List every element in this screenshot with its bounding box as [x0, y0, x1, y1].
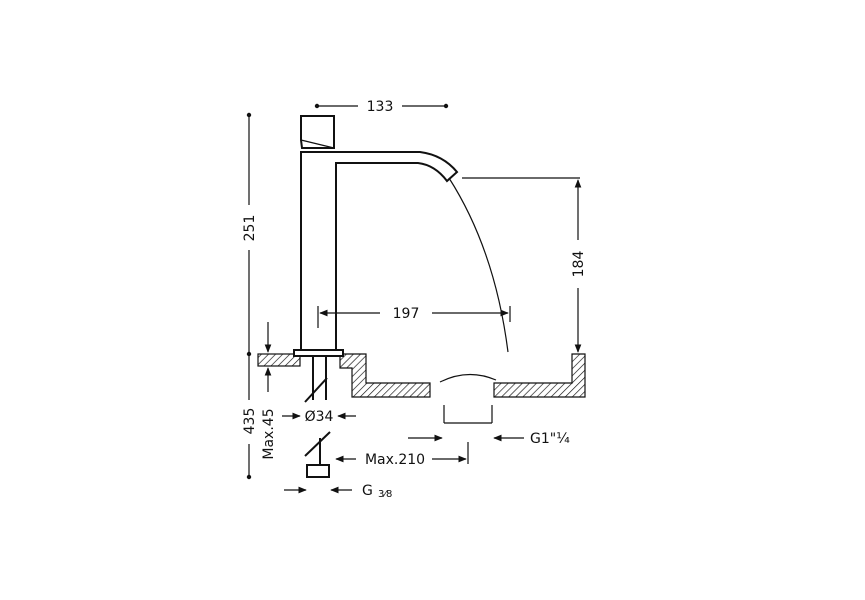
waste-outlet [443, 405, 493, 424]
supply-thread-label: G [362, 483, 373, 499]
hose-diagonal-lower [304, 431, 331, 457]
waste-thread-label: G1"¼ [530, 431, 570, 447]
basin-right-wall [493, 353, 586, 398]
dim-spout-reach: 133 [314, 99, 449, 115]
countertop-section [257, 353, 586, 398]
faucet-body [293, 115, 459, 478]
spout-height-label: 184 [571, 251, 587, 278]
waste-dome [439, 373, 497, 383]
max-deck-label: Max.45 [261, 408, 277, 459]
dim-max-deck: Max.45 [261, 322, 277, 460]
max-hose-label: Max.210 [365, 452, 425, 468]
dim-hole-diameter: Ø34 [282, 409, 356, 425]
supply-connector [306, 464, 330, 478]
dim-spout-height: 184 [462, 177, 587, 353]
hose-diagonal-upper [304, 377, 328, 403]
hole-diameter-label: Ø34 [305, 409, 334, 425]
dim-total-height: 251 [242, 112, 258, 357]
overall-height-label: 435 [242, 408, 258, 435]
water-stream [448, 177, 509, 353]
lever-handle [300, 115, 335, 149]
total-height-label: 251 [242, 215, 258, 242]
spout-reach-label: 133 [367, 99, 394, 115]
base-flange [293, 349, 344, 357]
dim-spout-projection: 197 [317, 306, 511, 328]
faucet-column-spout [300, 151, 459, 351]
deck-left-slab [257, 353, 301, 367]
dim-supply-thread: G 3⁄8 [284, 483, 392, 500]
supply-thread-fraction: 3⁄8 [378, 489, 392, 500]
dim-overall-height: 435 [242, 354, 258, 480]
dim-waste-thread: G1"¼ [408, 431, 570, 447]
dim-max-hose: Max.210 [335, 442, 469, 468]
spout-projection-label: 197 [393, 306, 420, 322]
basin-left-wall [339, 353, 431, 398]
